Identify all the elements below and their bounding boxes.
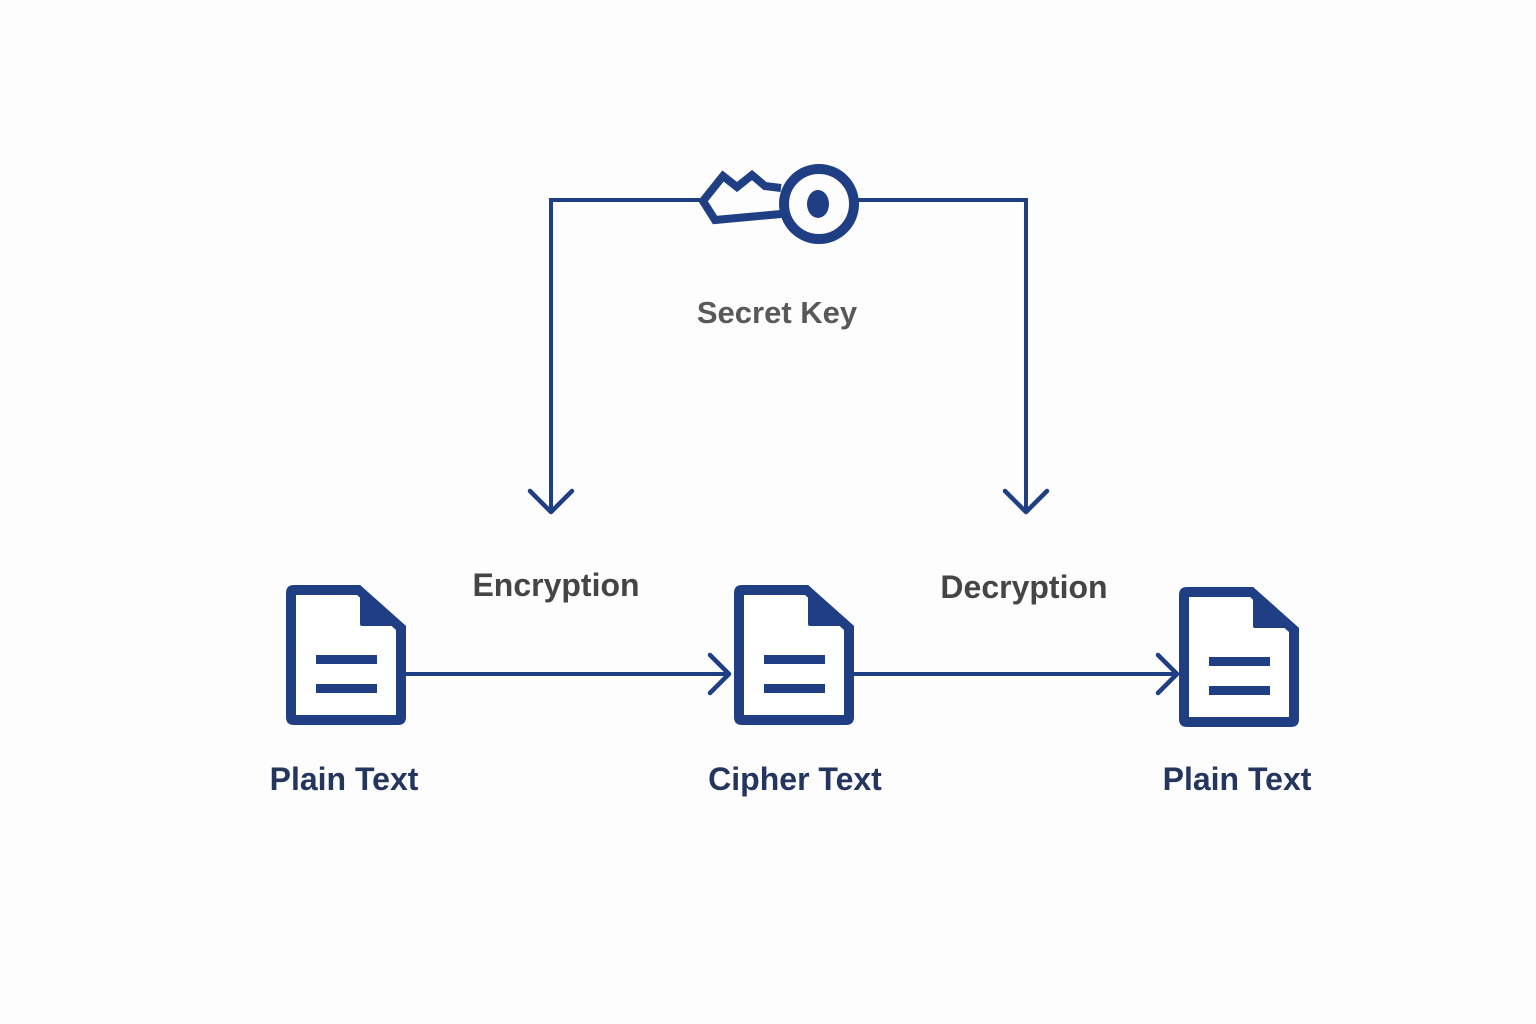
key-icon [698,164,859,244]
cipher-text-label: Cipher Text [708,761,882,797]
decryption-down-arrow-icon [1002,488,1050,515]
plain-text-label: Plain Text [269,761,419,797]
decrypted-plain-text-label: Plain Text [1162,761,1312,797]
key-to-encryption-line [549,198,702,510]
encryption-right-arrow-icon [707,652,732,696]
key-to-decryption-line [858,198,1028,510]
cipher-text-document-icon [734,585,854,725]
encryption-down-arrow-icon [527,488,575,515]
plain-text-document-icon [286,585,406,725]
encryption-label: Encryption [472,567,640,603]
decrypted-plain-text-document-icon [1179,587,1299,727]
decryption-label: Decryption [940,569,1108,605]
secret-key-label: Secret Key [696,295,858,330]
decryption-right-arrow-icon [1155,652,1180,696]
